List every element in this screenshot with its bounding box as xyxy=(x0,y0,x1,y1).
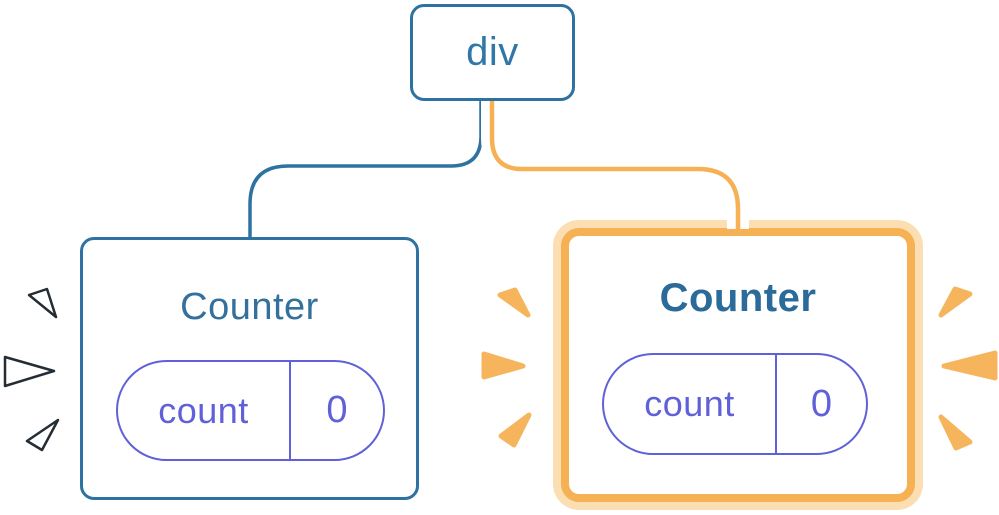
tree-node-div: div xyxy=(410,4,575,101)
state-key: count xyxy=(118,362,291,459)
sparkle-icon xyxy=(25,418,60,452)
render-sparkles-right-counter-right xyxy=(938,286,998,451)
state-pill: count 0 xyxy=(116,360,385,461)
edge-to-left-counter xyxy=(248,101,483,240)
sparkle-icon xyxy=(3,355,56,388)
sparkle-icon xyxy=(27,287,58,319)
state-key: count xyxy=(604,355,777,453)
sparkle-icon xyxy=(498,412,532,448)
render-sparkles-right-counter-left xyxy=(481,287,532,448)
sparkle-icon xyxy=(941,350,998,381)
edge-to-right-counter xyxy=(489,101,741,233)
sparkle-icon xyxy=(497,287,531,318)
counter-title: Counter xyxy=(659,276,817,320)
tree-node-counter-right: Counter count 0 xyxy=(561,228,915,502)
state-pill: count 0 xyxy=(602,353,868,455)
render-sparkles-left-counter xyxy=(3,287,60,452)
sparkle-icon xyxy=(938,414,973,451)
sparkle-icon xyxy=(938,286,973,318)
state-value: 0 xyxy=(810,382,833,425)
div-node-label: div xyxy=(466,30,519,74)
edge-to-right-counter-casing xyxy=(481,101,749,229)
edge-to-left-counter-casing xyxy=(239,101,492,236)
counter-title: Counter xyxy=(180,286,319,328)
tree-node-counter-left: Counter count 0 xyxy=(80,237,419,500)
state-value: 0 xyxy=(326,389,348,431)
sparkle-icon xyxy=(481,351,526,380)
